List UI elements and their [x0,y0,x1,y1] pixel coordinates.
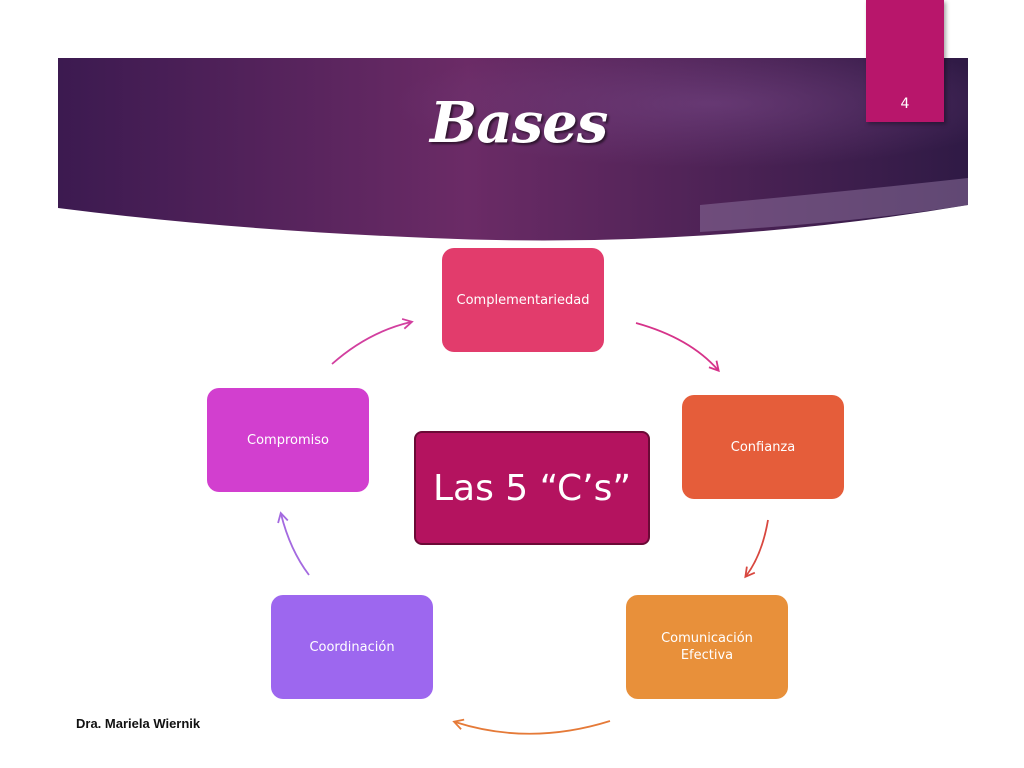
node-complementariedad: Complementariedad [442,248,604,352]
header-banner [58,58,968,241]
author-footer: Dra. Mariela Wiernik [76,716,201,731]
arrow-coordinacion-to-compromiso [277,511,310,576]
arrow-comunicacion-to-coordinacion [452,718,611,735]
slide-number-tab [866,0,944,122]
arrow-complement-to-confianza [635,322,720,373]
arrow-confianza-to-comunicacion [744,519,769,579]
node-compromiso: Compromiso [207,388,369,492]
arrow-compromiso-to-complement [331,318,414,365]
node-confianza: Confianza [682,395,844,499]
slide-number: 4 [900,96,910,112]
center-label: Las 5 “C’s” [414,431,650,545]
slide-title: Bases [430,90,608,156]
node-coordinacion: Coordinación [271,595,433,699]
node-comunicacion-efectiva: Comunicación Efectiva [626,595,788,699]
